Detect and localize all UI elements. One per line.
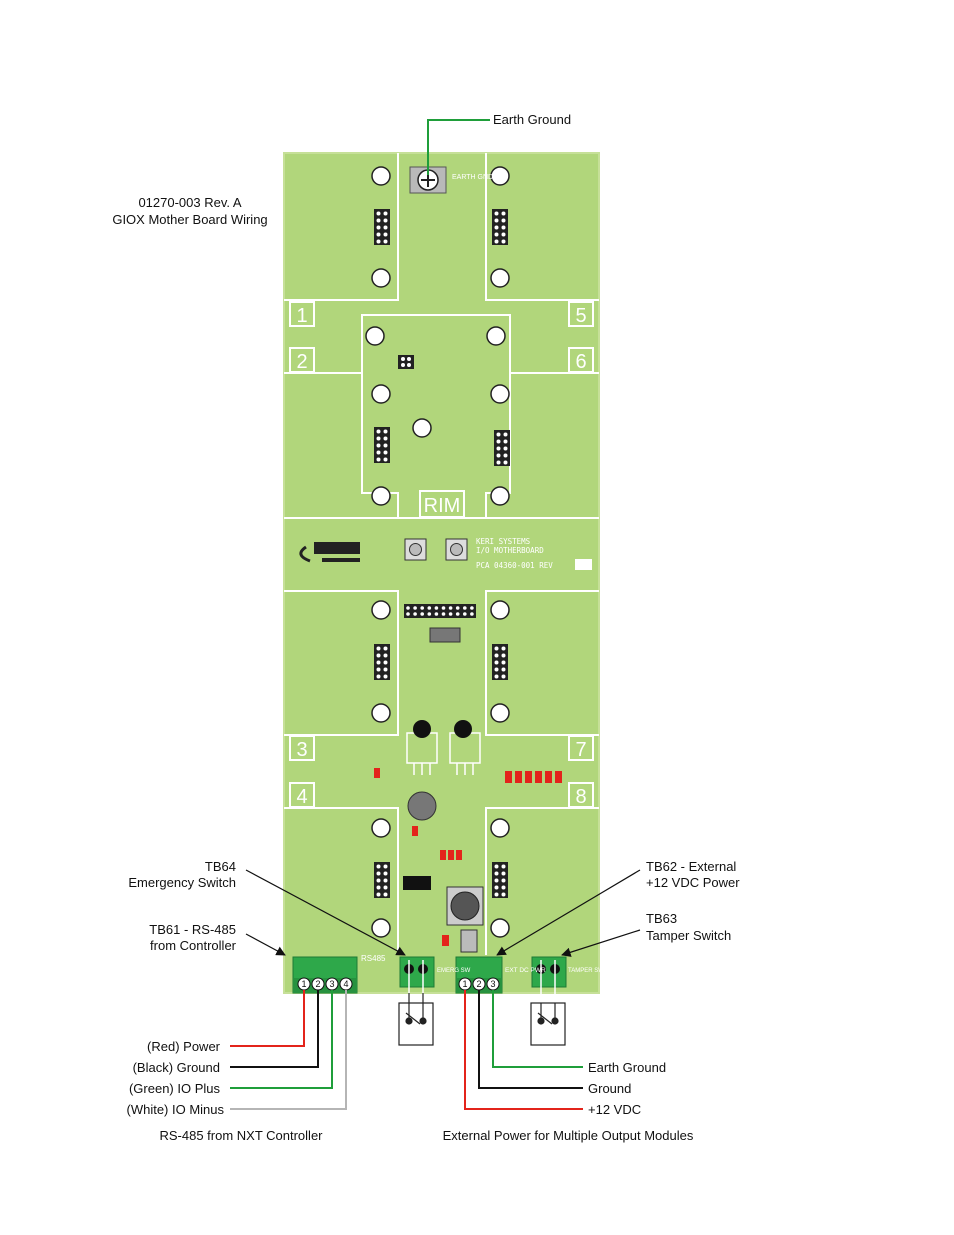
tb61-callout-line2: from Controller	[150, 938, 237, 953]
tb62-pin-1: 1	[462, 979, 467, 989]
reset-buttons	[404, 538, 468, 561]
brand-sub-silk: I/O MOTHERBOARD	[476, 546, 544, 555]
tamper-silk: TAMPER SW	[568, 968, 604, 974]
power-wires	[464, 990, 583, 1110]
wire-white-io-minus	[230, 990, 347, 1110]
rs485-wire-label-1: (Red) Power	[147, 1039, 221, 1054]
rs485-wires	[230, 990, 347, 1110]
tb63-callout-line1: TB63	[646, 911, 677, 926]
wire-red-power	[230, 990, 305, 1047]
tb61-pin-3: 3	[329, 979, 334, 989]
tb63-callout-line2: Tamper Switch	[646, 928, 731, 943]
part-number: 01270-003 Rev. A	[138, 195, 241, 210]
brand-name-silk: KERI SYSTEMS	[476, 537, 531, 546]
slot-4-label: 4	[296, 786, 307, 808]
switch-wiring	[408, 960, 556, 995]
tb63-terminal	[531, 956, 567, 988]
callout-arrows	[245, 869, 641, 957]
pca-label: PCA 04360-001 REV	[476, 561, 553, 570]
tb64-callout-line1: TB64	[205, 859, 236, 874]
regulator-1	[413, 720, 431, 738]
power-caption: External Power for Multiple Output Modul…	[443, 1128, 694, 1143]
emerg-silk: EMERG SW	[437, 968, 471, 974]
tamper-plunger	[450, 891, 480, 921]
wire-green-earth	[492, 990, 583, 1068]
tb62-callout-line1: TB62 - External	[646, 859, 736, 874]
rs485-silk: RS485	[361, 954, 386, 963]
diagram-title: GIOX Mother Board Wiring	[112, 212, 267, 227]
wire-red-12vdc	[464, 990, 583, 1110]
status-leds	[374, 768, 562, 946]
pin-header	[492, 644, 508, 680]
pin-header	[374, 427, 390, 463]
slot-1-label: 1	[296, 305, 307, 327]
slot-5-label: 5	[575, 305, 586, 327]
rs485-wire-label-4: (White) IO Minus	[126, 1102, 224, 1117]
slot-6-label: 6	[575, 351, 586, 373]
slot-8-label: 8	[575, 786, 586, 808]
rs485-caption: RS-485 from NXT Controller	[159, 1128, 323, 1143]
earth-ground-wire	[427, 119, 490, 175]
tb64-callout-line2: Emergency Switch	[128, 875, 236, 890]
rim-jumper	[398, 355, 414, 369]
ic-chip	[429, 627, 461, 643]
power-wire-label-2: Ground	[588, 1081, 631, 1096]
tb61-pin-1: 1	[301, 979, 306, 989]
mounting-holes	[365, 166, 510, 938]
pin-header	[374, 209, 390, 245]
ext-pwr-silk: EXT DC PWR	[505, 967, 546, 974]
tamper-switch-symbol	[530, 1002, 566, 1046]
slot-7-label: 7	[575, 739, 586, 761]
emergency-switch-symbol	[398, 993, 434, 1046]
slot-numbers: 1 2 3 4 5 6 7 8	[289, 301, 594, 808]
power-wire-label-1: Earth Ground	[588, 1060, 666, 1075]
rim-label: RIM	[424, 495, 461, 517]
tb62-pin-3: 3	[490, 979, 495, 989]
tb64-terminal	[399, 956, 435, 988]
earth-gnd-label: EARTH GND	[452, 174, 493, 181]
rs485-wire-label-3: (Green) IO Plus	[129, 1081, 221, 1096]
pin-header	[492, 862, 508, 898]
tamper-base	[460, 929, 478, 953]
tb62-pin-2: 2	[476, 979, 481, 989]
pin-headers	[374, 209, 510, 898]
motherboard	[283, 152, 600, 994]
slot-2-label: 2	[296, 351, 307, 373]
pin-header	[494, 430, 510, 466]
tb62-callout-line2: +12 VDC Power	[646, 875, 740, 890]
center-header	[404, 604, 476, 618]
rs485-wire-label-2: (Black) Ground	[133, 1060, 220, 1075]
tb61-pin-2: 2	[315, 979, 320, 989]
rev-box	[575, 559, 592, 570]
slot-3-label: 3	[296, 739, 307, 761]
earth-ground-callout: Earth Ground	[493, 112, 571, 127]
jumper-black	[403, 876, 431, 890]
tb62-pins: 1 2 3	[458, 977, 500, 991]
pin-header	[374, 862, 390, 898]
wire-black-ground	[230, 990, 319, 1068]
wire-black-ground-pwr	[478, 990, 583, 1089]
capacitor	[407, 791, 437, 821]
regulator-2	[454, 720, 472, 738]
wire-green-io-plus	[230, 990, 333, 1089]
tb61-pins: 1 2 3 4	[297, 977, 353, 991]
keri-logo	[299, 542, 360, 563]
tb61-pin-4: 4	[343, 979, 348, 989]
pin-header	[374, 644, 390, 680]
pin-header	[492, 209, 508, 245]
power-wire-label-3: +12 VDC	[588, 1102, 641, 1117]
tb61-callout-line1: TB61 - RS-485	[149, 922, 236, 937]
